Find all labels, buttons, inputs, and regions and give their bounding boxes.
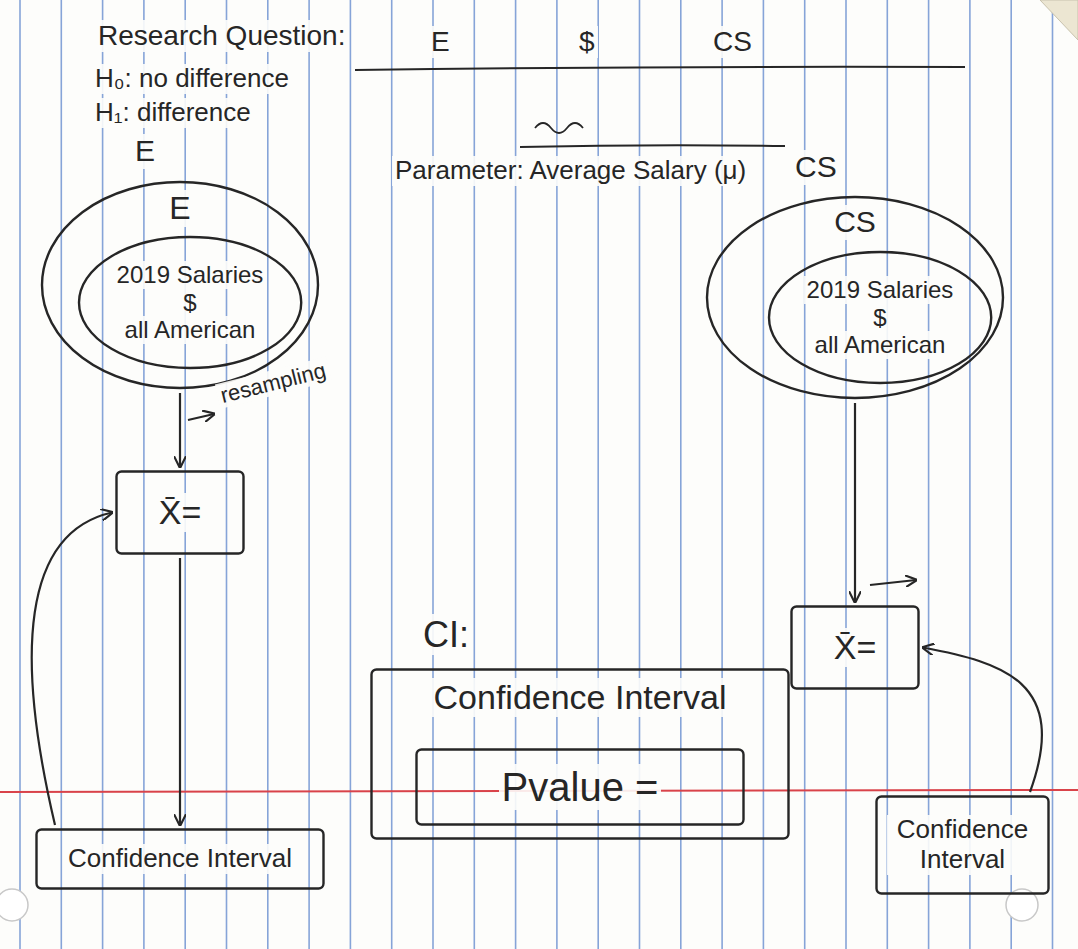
node-content: Confidence Interval — [370, 668, 790, 840]
ruling-line — [804, 0, 806, 949]
population-oval: 2019 Salaries$all American — [767, 250, 993, 385]
hypothesis-label: H₀: no difference — [92, 64, 292, 94]
ruling-line — [928, 0, 930, 949]
blob-outline — [707, 197, 1003, 398]
node-text: CS — [831, 205, 879, 240]
flow-arrow — [923, 648, 1042, 793]
page-curl — [1040, 0, 1078, 40]
ruling-line — [1052, 0, 1054, 949]
note-label: resampling — [215, 357, 331, 409]
underline — [520, 145, 785, 147]
interval-box: Confidence Interval — [35, 828, 325, 890]
flow-arrow — [179, 558, 181, 825]
node-content: X̄= — [115, 470, 245, 555]
parameter-label: Parameter: Average Salary (μ) — [392, 156, 749, 186]
box-outline — [877, 797, 1049, 894]
node-text: all American — [812, 331, 949, 359]
punch-hole — [0, 889, 28, 921]
node-text: $ — [180, 289, 199, 317]
interval-box: Confidence IntervalCI:Pvalue = — [370, 668, 790, 840]
group-label: CS — [710, 26, 755, 58]
ruling-line — [721, 0, 723, 949]
population-blob: E 2019 Salaries$all American — [40, 180, 320, 390]
ruling-line — [886, 0, 888, 949]
box-outline — [37, 830, 324, 889]
group-label: CS — [792, 150, 840, 185]
ruling-line — [226, 0, 228, 949]
node-text: E — [166, 190, 193, 227]
node-content: Confidence Interval — [35, 828, 325, 890]
ruling-line — [391, 0, 393, 949]
box-outline — [117, 472, 244, 554]
group-label: E — [428, 26, 453, 58]
pvalue-box: Pvalue = — [415, 748, 745, 826]
side-arrow — [870, 580, 916, 585]
node-content: X̄= — [790, 605, 920, 690]
ruling-line — [845, 0, 847, 949]
ruling-line — [267, 0, 269, 949]
node-text: Confidence Interval — [887, 815, 1038, 875]
group-label: E — [132, 134, 158, 169]
ruling-line — [308, 0, 310, 949]
population-oval: 2019 Salaries$all American — [77, 235, 303, 370]
ruling-line — [432, 0, 434, 949]
node-text: all American — [122, 316, 259, 344]
node-text: Confidence Interval — [431, 678, 730, 717]
ruling-line — [184, 0, 186, 949]
flow-arrow — [854, 403, 856, 602]
ruling-line — [102, 0, 104, 949]
flow-arrow — [32, 513, 112, 826]
blob-outline — [42, 182, 318, 388]
question-label: Research Question: — [95, 20, 348, 52]
ruling-line — [969, 0, 971, 949]
ruling-line — [350, 0, 352, 949]
ruling-line — [19, 0, 21, 949]
box-outline — [372, 670, 789, 839]
node-text: X̄= — [156, 493, 205, 532]
node-text: 2019 Salaries — [114, 261, 267, 289]
node-text: Confidence Interval — [65, 844, 295, 874]
blob-outline — [769, 252, 991, 383]
underline — [355, 67, 965, 70]
sample-mean-box: X̄= — [115, 470, 245, 555]
symbol-label: $ — [576, 26, 598, 58]
ruling-line — [680, 0, 682, 949]
box-outline — [792, 607, 919, 689]
node-text: CI: — [420, 614, 472, 655]
node-content: 2019 Salaries$all American — [767, 250, 993, 385]
node-content: 2019 Salaries$all American — [77, 235, 303, 370]
node-content: Pvalue = — [415, 748, 745, 826]
box-outline — [417, 750, 744, 825]
sample-mean-box: X̄= — [790, 605, 920, 690]
interval-box: Confidence Interval — [875, 795, 1050, 895]
flow-arrow — [179, 393, 181, 467]
ruling-line — [473, 0, 475, 949]
node-text: Pvalue = — [499, 764, 662, 810]
ruling-line — [60, 0, 62, 949]
node-text: $ — [870, 304, 889, 332]
scribble — [535, 123, 583, 133]
blob-outline — [79, 237, 301, 368]
population-blob: CS 2019 Salaries$all American — [705, 195, 1005, 400]
node-text: X̄= — [831, 628, 880, 667]
node-content: Confidence Interval — [875, 795, 1050, 895]
ruling-line — [1010, 0, 1012, 949]
ruling-line — [763, 0, 765, 949]
node-text: 2019 Salaries — [804, 276, 957, 304]
resampling-arrow — [188, 414, 214, 420]
hypothesis-label: H₁: difference — [92, 98, 254, 128]
